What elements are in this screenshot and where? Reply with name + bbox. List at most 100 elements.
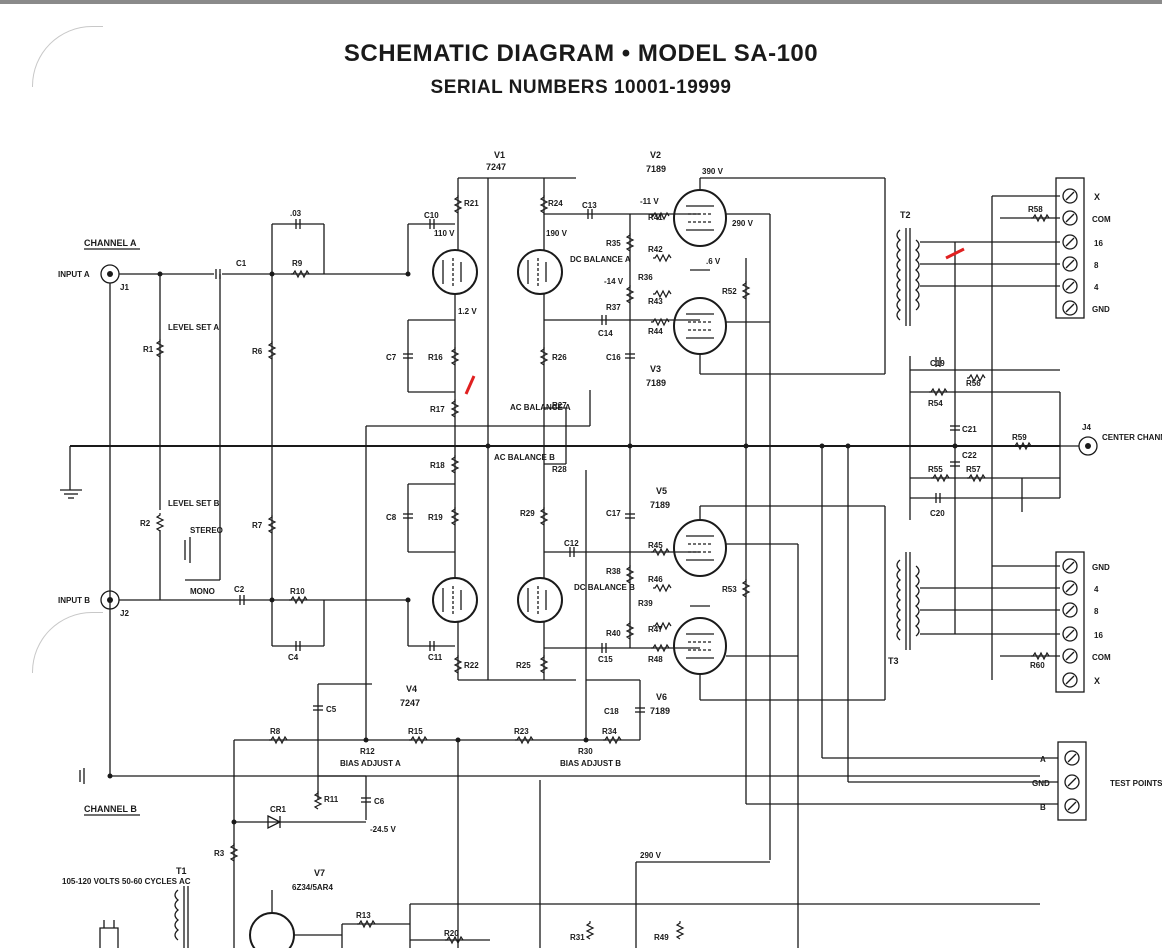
volt-110-a: 110 V	[434, 229, 455, 238]
center-channel-label: CENTER CHANNEL OUTPUT	[1102, 433, 1162, 442]
term-b-4: 4	[1094, 585, 1099, 594]
c18-label: C18	[604, 707, 619, 716]
channel-a-label: CHANNEL A	[84, 238, 137, 248]
r59-label: R59	[1012, 433, 1027, 442]
v3-type: 7189	[646, 378, 666, 388]
term-a-8: 8	[1094, 261, 1099, 270]
c20-label: C20	[930, 509, 945, 518]
diagram-title: SCHEMATIC DIAGRAM • MODEL SA-100	[343, 40, 819, 67]
test-point-a: A	[1040, 755, 1046, 764]
c22-label: C22	[962, 451, 977, 460]
r54-label: R54	[928, 399, 943, 408]
r27-label: R27	[552, 401, 567, 410]
volt-1-2-a: 1.2 V	[458, 307, 477, 316]
volt-190-a: 190 V	[546, 229, 568, 238]
r18-label: R18	[430, 461, 445, 470]
r10-label: R10	[290, 587, 305, 596]
r2-label: R2	[140, 519, 151, 528]
c6-label: C6	[374, 797, 385, 806]
r26-label: R26	[552, 353, 567, 362]
r31-label: R31	[570, 933, 585, 942]
t2-label: T2	[900, 210, 911, 220]
v5-label: V5	[656, 486, 667, 496]
r16-label: R16	[428, 353, 443, 362]
bias-adjust-b-label: BIAS ADJUST B	[560, 759, 621, 768]
j2-label: J2	[120, 609, 129, 618]
r39-label: R39	[638, 599, 653, 608]
r52-label: R52	[722, 287, 737, 296]
volt-390-a: 390 V	[702, 167, 724, 176]
r17-label: R17	[430, 405, 445, 414]
term-b-gnd: GND	[1092, 563, 1110, 572]
term-a-gnd: GND	[1092, 305, 1110, 314]
term-b-x: X	[1094, 676, 1100, 686]
r12-label: R12	[360, 747, 375, 756]
dc-balance-b-label: DC BALANCE B	[574, 583, 635, 592]
r44-label: R44	[648, 327, 663, 336]
volt-neg11-a: -11 V	[640, 197, 659, 206]
ac-balance-b-label: AC BALANCE B	[494, 453, 555, 462]
r9-label: R9	[292, 259, 303, 268]
term-b-8: 8	[1094, 607, 1099, 616]
output-terminal-strip-b	[1055, 551, 1085, 693]
r7-label: R7	[252, 521, 263, 530]
r23-label: R23	[514, 727, 529, 736]
test-point-strip	[1057, 741, 1087, 821]
v2-label: V2	[650, 150, 661, 160]
cr1-label: CR1	[270, 805, 287, 814]
r29-label: R29	[520, 509, 535, 518]
term-b-16: 16	[1094, 631, 1103, 640]
power-input-label: 105-120 VOLTS 50-60 CYCLES AC	[62, 877, 191, 886]
v1-label: V1	[494, 150, 505, 160]
r25-label: R25	[516, 661, 531, 670]
r41-label: R41	[648, 213, 663, 222]
v1-type: 7247	[486, 162, 506, 172]
v7-label: V7	[314, 868, 325, 878]
t3-transformer	[896, 552, 920, 650]
c17-label: C17	[606, 509, 621, 518]
r53-label: R53	[722, 585, 737, 594]
diagram-subtitle: SERIAL NUMBERS 10001-19999	[430, 77, 732, 98]
r11-label: R11	[324, 795, 339, 804]
r40-label: R40	[606, 629, 621, 638]
volt-290-supply: 290 V	[640, 851, 662, 860]
v7-rectifier	[249, 912, 295, 948]
c16-label: C16	[606, 353, 621, 362]
v4-label: V4	[406, 684, 417, 694]
r30-label: R30	[578, 747, 593, 756]
mono-label: MONO	[190, 587, 215, 596]
r57-label: R57	[966, 465, 981, 474]
output-terminal-strip-a	[1055, 177, 1085, 319]
bias-adjust-a-label: BIAS ADJUST A	[340, 759, 401, 768]
volt-neg24-5: -24.5 V	[370, 825, 396, 834]
r6-label: R6	[252, 347, 263, 356]
term-a-x: X	[1094, 192, 1100, 202]
r56-label: R56	[966, 379, 981, 388]
c03-label: .03	[290, 209, 302, 218]
term-a-16: 16	[1094, 239, 1103, 248]
r15-label: R15	[408, 727, 423, 736]
r1-label: R1	[143, 345, 154, 354]
c8-label: C8	[386, 513, 397, 522]
channel-b-label: CHANNEL B	[84, 804, 137, 814]
r58-label: R58	[1028, 205, 1043, 214]
window-top-border	[0, 0, 1162, 4]
r13-label: R13	[356, 911, 371, 920]
test-point-b: B	[1040, 803, 1046, 812]
input-b-label: INPUT B	[58, 596, 90, 605]
level-set-a-label: LEVEL SET A	[168, 323, 219, 332]
v5-type: 7189	[650, 500, 670, 510]
volt-0-6-a: .6 V	[706, 257, 721, 266]
stereo-label: STEREO	[190, 526, 223, 535]
c1-label: C1	[236, 259, 247, 268]
r55-label: R55	[928, 465, 943, 474]
red-mark-r17	[464, 375, 476, 395]
term-a-4: 4	[1094, 283, 1099, 292]
c4-label: C4	[288, 653, 299, 662]
r46-label: R46	[648, 575, 663, 584]
c11-label: C11	[428, 653, 443, 662]
c2-label: C2	[234, 585, 245, 594]
input-a-label: INPUT A	[58, 270, 90, 279]
r45-label: R45	[648, 541, 663, 550]
r35-label: R35	[606, 239, 621, 248]
